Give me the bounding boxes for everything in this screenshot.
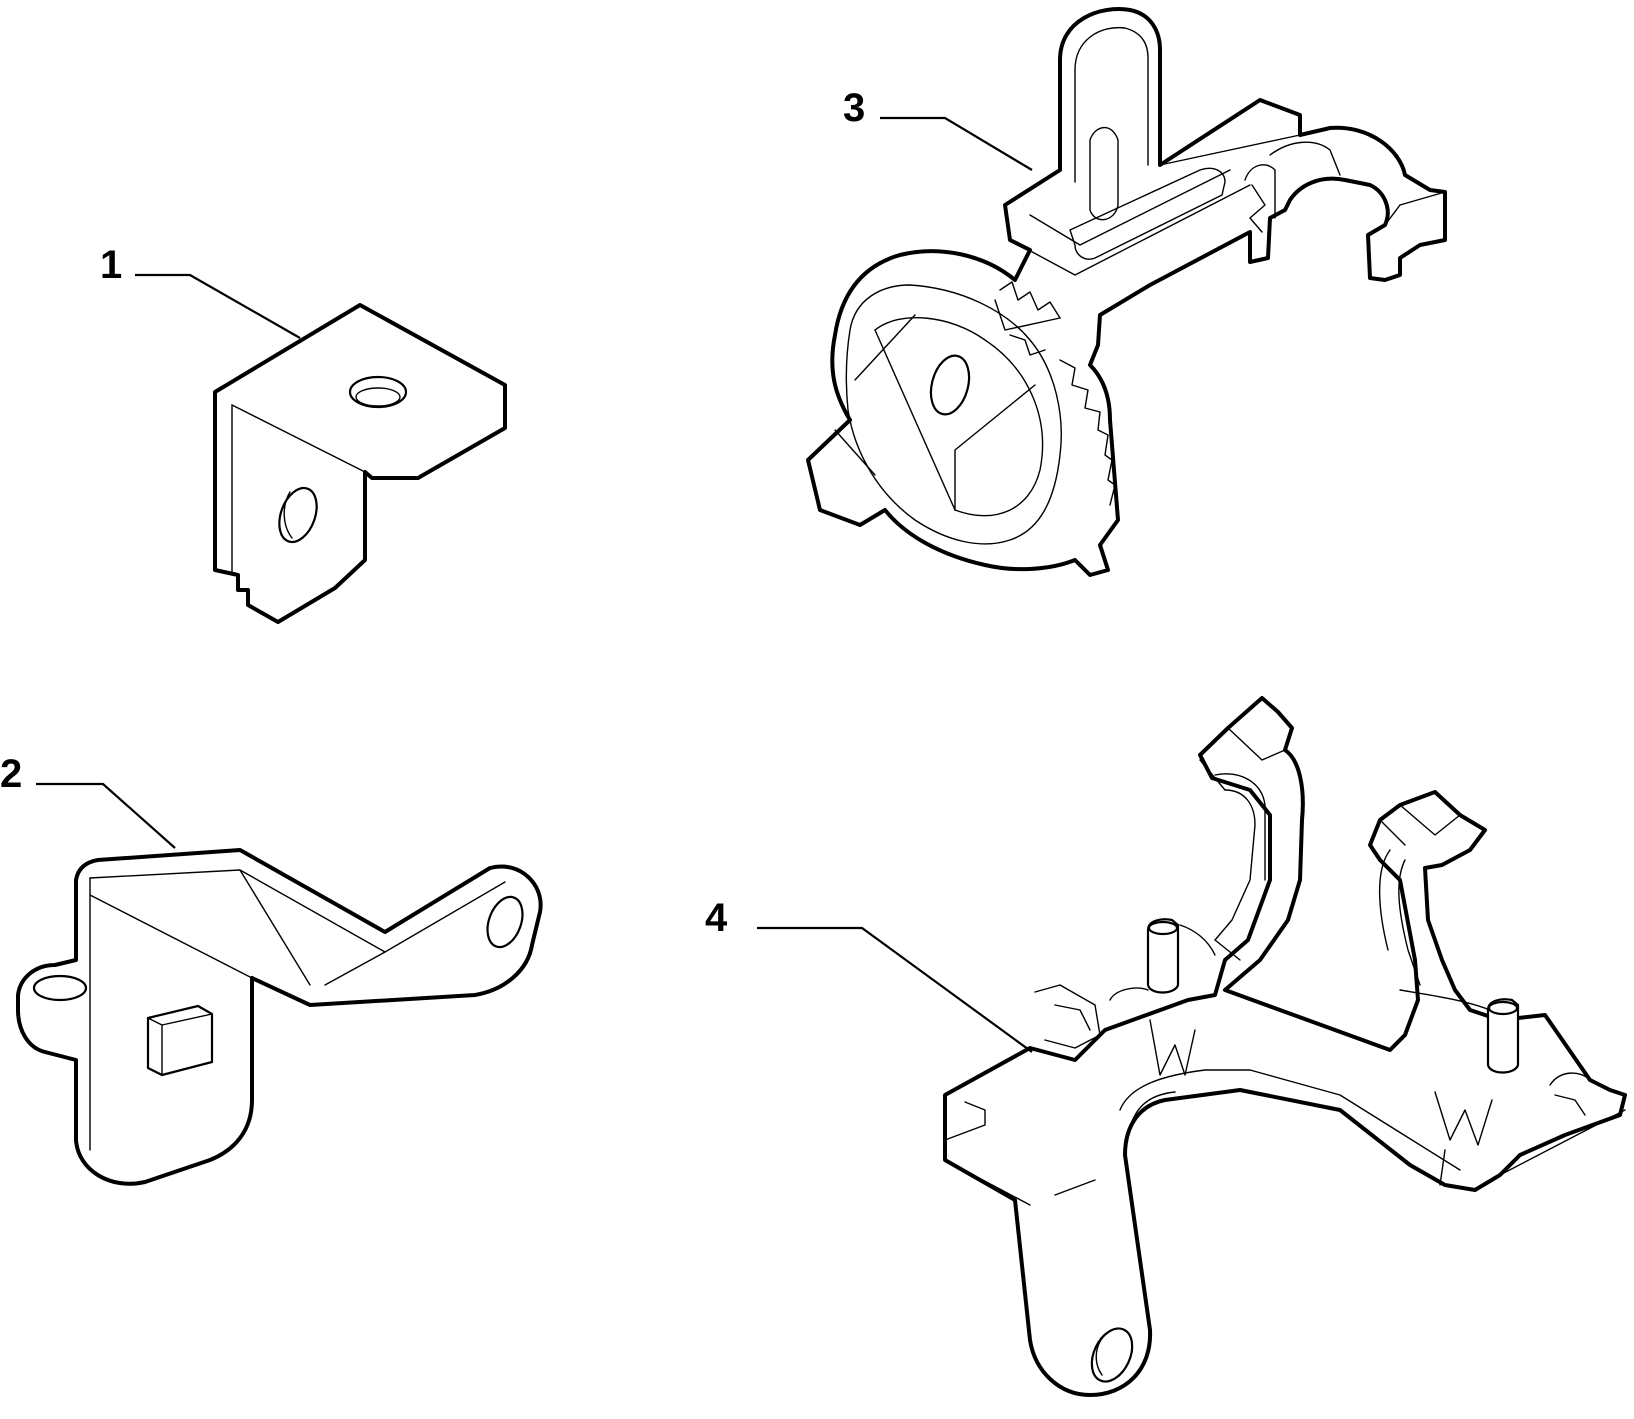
callout-label-3: 3 [843, 86, 865, 130]
part-3-socket-bracket [806, 7, 1447, 577]
leader-line-1 [135, 273, 301, 339]
part-4-double-clip-bracket [943, 696, 1627, 1397]
callout-label-1: 1 [100, 243, 122, 287]
callout-2: 2 [0, 752, 176, 849]
callout-1: 1 [100, 243, 301, 339]
leader-line-4 [757, 926, 1033, 1053]
callout-label-4: 4 [705, 896, 728, 940]
callout-4: 4 [705, 896, 1033, 1053]
callout-label-2: 2 [0, 752, 22, 796]
leader-line-2 [36, 782, 176, 849]
callout-3: 3 [843, 86, 1033, 171]
part-2-angled-bracket [16, 848, 543, 1186]
leader-line-3 [880, 116, 1033, 171]
part-1-l-bracket [213, 303, 507, 624]
